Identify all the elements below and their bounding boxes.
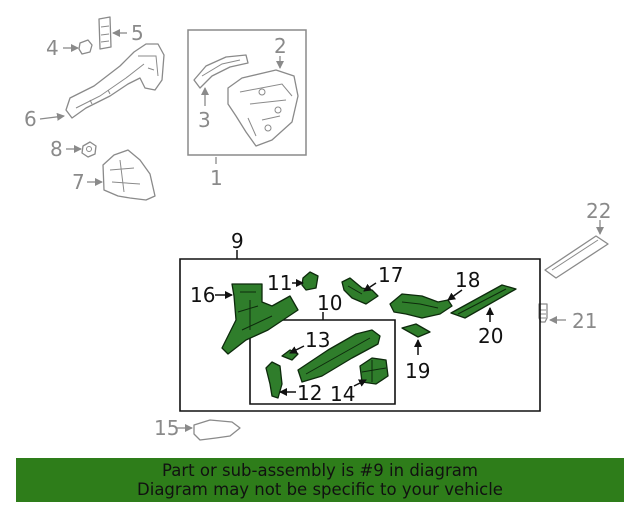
part-21-bolt[interactable] <box>538 303 548 323</box>
callout-5: 5 <box>131 21 144 45</box>
callout-22: 22 <box>586 199 611 223</box>
banner-line-2: Diagram may not be specific to your vehi… <box>137 480 503 499</box>
callout-2: 2 <box>274 34 287 58</box>
callout-4: 4 <box>46 36 59 60</box>
callout-3: 3 <box>198 108 211 132</box>
banner-line-1: Part or sub-assembly is #9 in diagram <box>162 461 478 480</box>
leader-lines <box>39 29 604 432</box>
callout-1: 1 <box>210 166 223 190</box>
callout-10: 10 <box>317 291 342 315</box>
part-22-strip[interactable] <box>544 235 609 279</box>
part-12-bracket[interactable] <box>265 361 283 399</box>
part-7-panel[interactable] <box>102 149 156 201</box>
callout-19: 19 <box>405 359 430 383</box>
callout-15: 15 <box>154 416 179 440</box>
part-4-clip[interactable] <box>78 39 93 55</box>
callout-20: 20 <box>478 324 503 348</box>
part-19-clip[interactable] <box>401 323 431 338</box>
callout-8: 8 <box>50 137 63 161</box>
part-20-rail[interactable] <box>450 284 517 319</box>
assembly-10-frame <box>249 319 396 405</box>
part-2-mount[interactable] <box>227 69 299 147</box>
callout-6: 6 <box>24 107 37 131</box>
part-5-bracket[interactable] <box>98 16 112 50</box>
part-8-nut[interactable] <box>81 141 97 158</box>
part-6-rail[interactable] <box>65 43 165 119</box>
part-10-member[interactable] <box>297 329 381 383</box>
assembly-notice-banner: Part or sub-assembly is #9 in diagram Di… <box>16 458 624 502</box>
part-13-clip[interactable] <box>281 349 299 361</box>
callout-16: 16 <box>190 283 215 307</box>
callout-17: 17 <box>378 263 403 287</box>
callout-7: 7 <box>72 170 85 194</box>
callout-21: 21 <box>572 309 597 333</box>
part-17-bracket[interactable] <box>341 277 379 305</box>
part-15-plate[interactable] <box>193 419 241 441</box>
assembly-1-frame <box>187 29 307 156</box>
callout-9: 9 <box>231 229 244 253</box>
part-3-brace[interactable] <box>193 54 249 89</box>
callout-11: 11 <box>267 271 292 295</box>
part-11-clip[interactable] <box>301 271 319 291</box>
part-16-pillar[interactable] <box>221 283 299 355</box>
callout-13: 13 <box>305 328 330 352</box>
assembly-9-frame <box>179 258 541 412</box>
callout-18: 18 <box>455 268 480 292</box>
callout-14: 14 <box>330 382 355 406</box>
part-18-support[interactable] <box>389 293 453 319</box>
callout-12: 12 <box>297 381 322 405</box>
